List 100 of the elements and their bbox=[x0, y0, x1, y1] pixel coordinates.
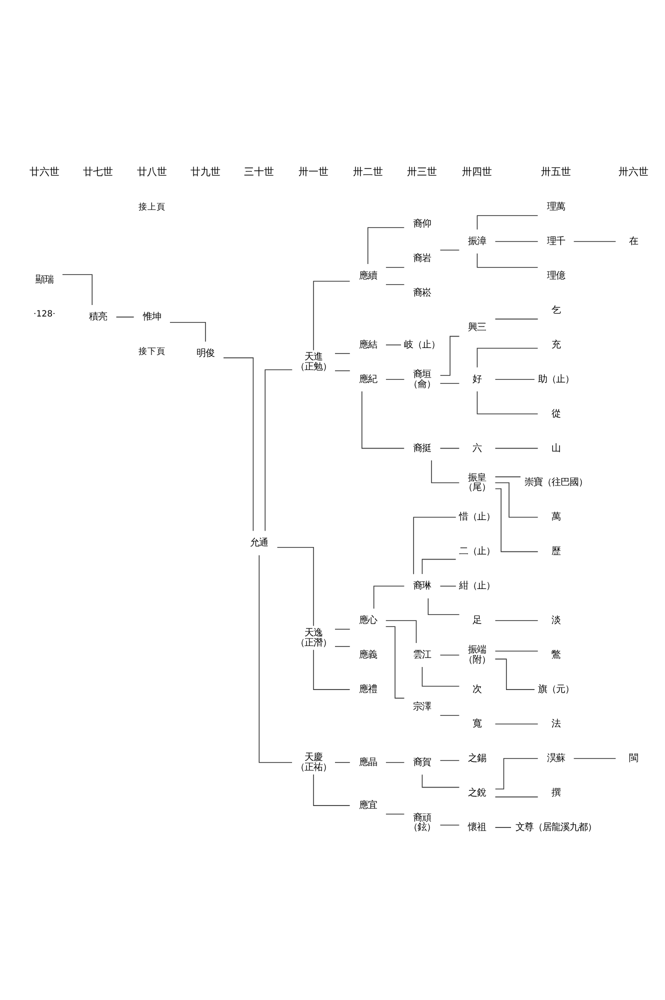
connector bbox=[386, 344, 402, 346]
node-text: 山 bbox=[551, 442, 560, 454]
label: 卅六世 bbox=[618, 166, 649, 178]
label: 卅五世 bbox=[540, 166, 571, 178]
node-text: 理千 bbox=[546, 236, 565, 247]
node-text: 從 bbox=[551, 408, 560, 420]
node-text: 積亮 bbox=[89, 312, 108, 323]
node-text: 應義 bbox=[358, 650, 377, 661]
connector bbox=[334, 646, 350, 647]
connector bbox=[264, 369, 293, 532]
node-text: 法 bbox=[551, 718, 560, 730]
node-text: 懷祖 bbox=[468, 822, 486, 833]
connector bbox=[440, 824, 460, 826]
connector bbox=[422, 774, 460, 788]
node-text: 淏蘇 bbox=[546, 752, 565, 764]
node-text: 應宜 bbox=[358, 800, 377, 811]
connector bbox=[440, 382, 460, 384]
node-text: 之錫 bbox=[468, 752, 486, 764]
connector bbox=[440, 448, 460, 449]
node-text: 裔崧 bbox=[413, 288, 432, 299]
label: 廿六世 bbox=[29, 166, 60, 178]
node-text: 天進 （正勉） bbox=[296, 352, 332, 373]
node-text: 旗（元） bbox=[538, 684, 574, 696]
connector bbox=[573, 241, 616, 242]
label: 卅四世 bbox=[462, 166, 492, 178]
label: 廿九世 bbox=[190, 166, 220, 178]
connector bbox=[494, 241, 538, 242]
node-text: 充 bbox=[551, 339, 560, 350]
connector bbox=[494, 482, 538, 518]
connector bbox=[386, 266, 405, 268]
connector bbox=[494, 796, 538, 798]
connector bbox=[573, 758, 616, 759]
label: ·128· bbox=[33, 310, 56, 320]
connector bbox=[334, 628, 350, 630]
connector bbox=[386, 284, 405, 285]
node-text: 紺（止） bbox=[459, 580, 496, 592]
node-text: 鷩 bbox=[551, 650, 560, 661]
connector bbox=[362, 390, 405, 449]
connector bbox=[428, 598, 460, 616]
node-text: 應結 bbox=[358, 339, 377, 350]
node-text: 淡 bbox=[551, 615, 560, 626]
connector bbox=[440, 654, 460, 656]
node-text: 次 bbox=[472, 684, 482, 696]
connector bbox=[494, 758, 538, 790]
node-text: 顯瑞 bbox=[35, 274, 54, 286]
connector bbox=[386, 378, 405, 380]
node-text: 惟坤 bbox=[142, 312, 161, 323]
connector bbox=[422, 666, 460, 687]
connector bbox=[440, 715, 460, 716]
node-text: 在 bbox=[629, 236, 638, 247]
node-text: 文尊（居龍溪九都） bbox=[515, 822, 596, 833]
connector bbox=[431, 460, 460, 484]
connector bbox=[313, 649, 350, 690]
connector bbox=[494, 650, 538, 652]
label: 接上頁 bbox=[138, 202, 166, 212]
label: 卅二世 bbox=[352, 166, 383, 178]
node-text: 裔仰 bbox=[413, 218, 432, 230]
connector bbox=[476, 348, 538, 368]
node-text: 閩 bbox=[629, 752, 638, 764]
connector bbox=[223, 357, 254, 532]
connector bbox=[62, 274, 93, 306]
connector bbox=[494, 658, 535, 690]
connector bbox=[313, 280, 350, 351]
node-text: 應紀 bbox=[358, 374, 377, 385]
connector bbox=[258, 554, 292, 763]
node-text: 萬 bbox=[551, 512, 560, 523]
connector bbox=[494, 476, 521, 478]
node-text: 崇寶（往巴國） bbox=[524, 477, 588, 488]
connector bbox=[440, 336, 460, 376]
label: 接下頁 bbox=[138, 346, 166, 357]
connector bbox=[476, 215, 538, 230]
node-text: 裔挺 bbox=[413, 442, 432, 454]
node-text: 歷 bbox=[551, 546, 560, 558]
connector bbox=[276, 547, 314, 626]
connector bbox=[170, 322, 206, 342]
node-text: 助（止） bbox=[538, 374, 574, 385]
connector bbox=[494, 488, 538, 552]
node-text: 應續 bbox=[358, 270, 377, 282]
connector bbox=[440, 760, 460, 761]
node-text: 理億 bbox=[546, 270, 565, 282]
node-text: 宗澤 bbox=[413, 701, 432, 712]
connector bbox=[476, 391, 538, 414]
node-text: 天逸 （正潛） bbox=[296, 627, 332, 648]
node-text: 振漳 bbox=[468, 236, 486, 247]
node-text: 明俊 bbox=[196, 348, 214, 359]
label: 廿七世 bbox=[83, 166, 114, 178]
connector bbox=[385, 620, 417, 644]
node-text: 裔琳 bbox=[413, 580, 432, 592]
connector bbox=[334, 353, 350, 354]
node-text: 應晶 bbox=[358, 756, 377, 768]
node-text: 振端 （附） bbox=[464, 644, 491, 666]
connector bbox=[494, 620, 538, 622]
connector bbox=[386, 814, 405, 815]
connector bbox=[385, 626, 405, 699]
node-text: 撰 bbox=[551, 787, 560, 798]
node-text: 天慶 （正祐） bbox=[296, 752, 332, 773]
node-text: 裔垣 （龠） bbox=[408, 368, 436, 390]
label: 卅三世 bbox=[407, 166, 438, 178]
node-text: 寬 bbox=[472, 718, 482, 730]
connector bbox=[334, 762, 350, 763]
